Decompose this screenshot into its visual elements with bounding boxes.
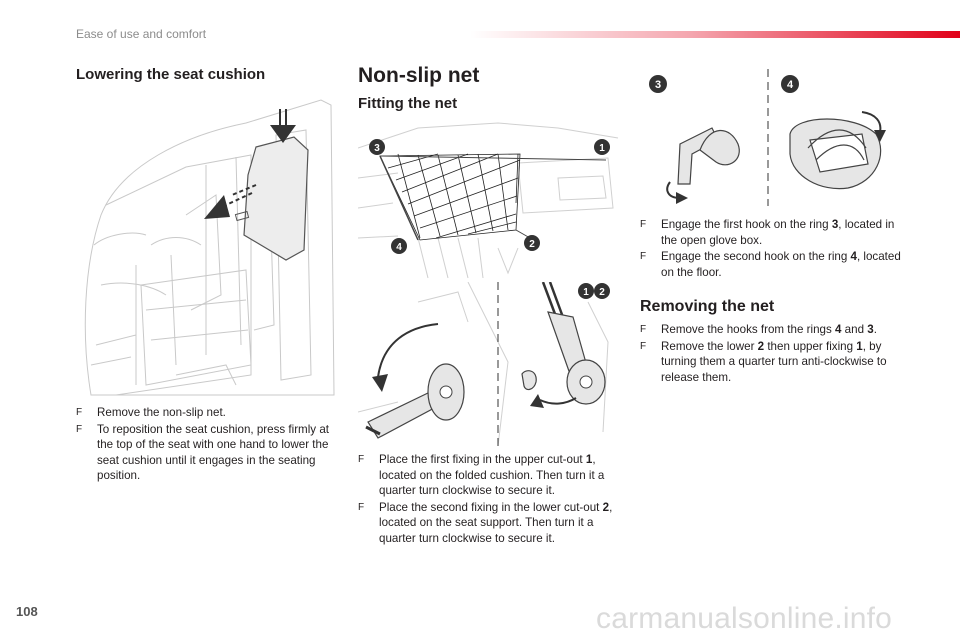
bullet-icon: F — [358, 454, 365, 465]
marker-1: 1 — [583, 287, 589, 298]
fixing-rotation-illustration: 1 2 — [358, 282, 622, 446]
non-slip-net-title: Non-slip net — [358, 64, 480, 87]
page-number: 108 — [16, 604, 38, 619]
marker-1: 1 — [599, 143, 605, 154]
marker-2: 2 — [599, 287, 605, 298]
seat-cushion-heading: Lowering the seat cushion — [76, 66, 266, 83]
bullet-icon: F — [76, 407, 83, 418]
header-accent-bar — [470, 31, 960, 38]
hook-ring-illustration: 3 4 — [640, 64, 902, 210]
marker-4: 4 — [396, 242, 402, 253]
bullet-icon: F — [640, 219, 647, 230]
bullet-icon: F — [358, 501, 365, 513]
watermark: carmanualsonline.info — [596, 602, 893, 635]
seat-cushion-illustration — [76, 95, 338, 401]
bullet-icon: F — [76, 423, 83, 435]
marker-3: 3 — [655, 79, 661, 91]
removing-net-heading: Removing the net — [640, 298, 775, 315]
bullet-icon: F — [640, 340, 647, 352]
net-fitting-illustration: 3 1 4 2 — [358, 118, 622, 280]
fitting-net-subtitle: Fitting the net — [358, 95, 458, 112]
marker-3: 3 — [374, 143, 380, 154]
bullet-icon: F — [640, 251, 647, 263]
bullet-icon: F — [640, 324, 647, 335]
marker-2: 2 — [529, 239, 535, 250]
marker-4: 4 — [787, 79, 794, 91]
section-label: Ease of use and comfort — [76, 27, 207, 41]
